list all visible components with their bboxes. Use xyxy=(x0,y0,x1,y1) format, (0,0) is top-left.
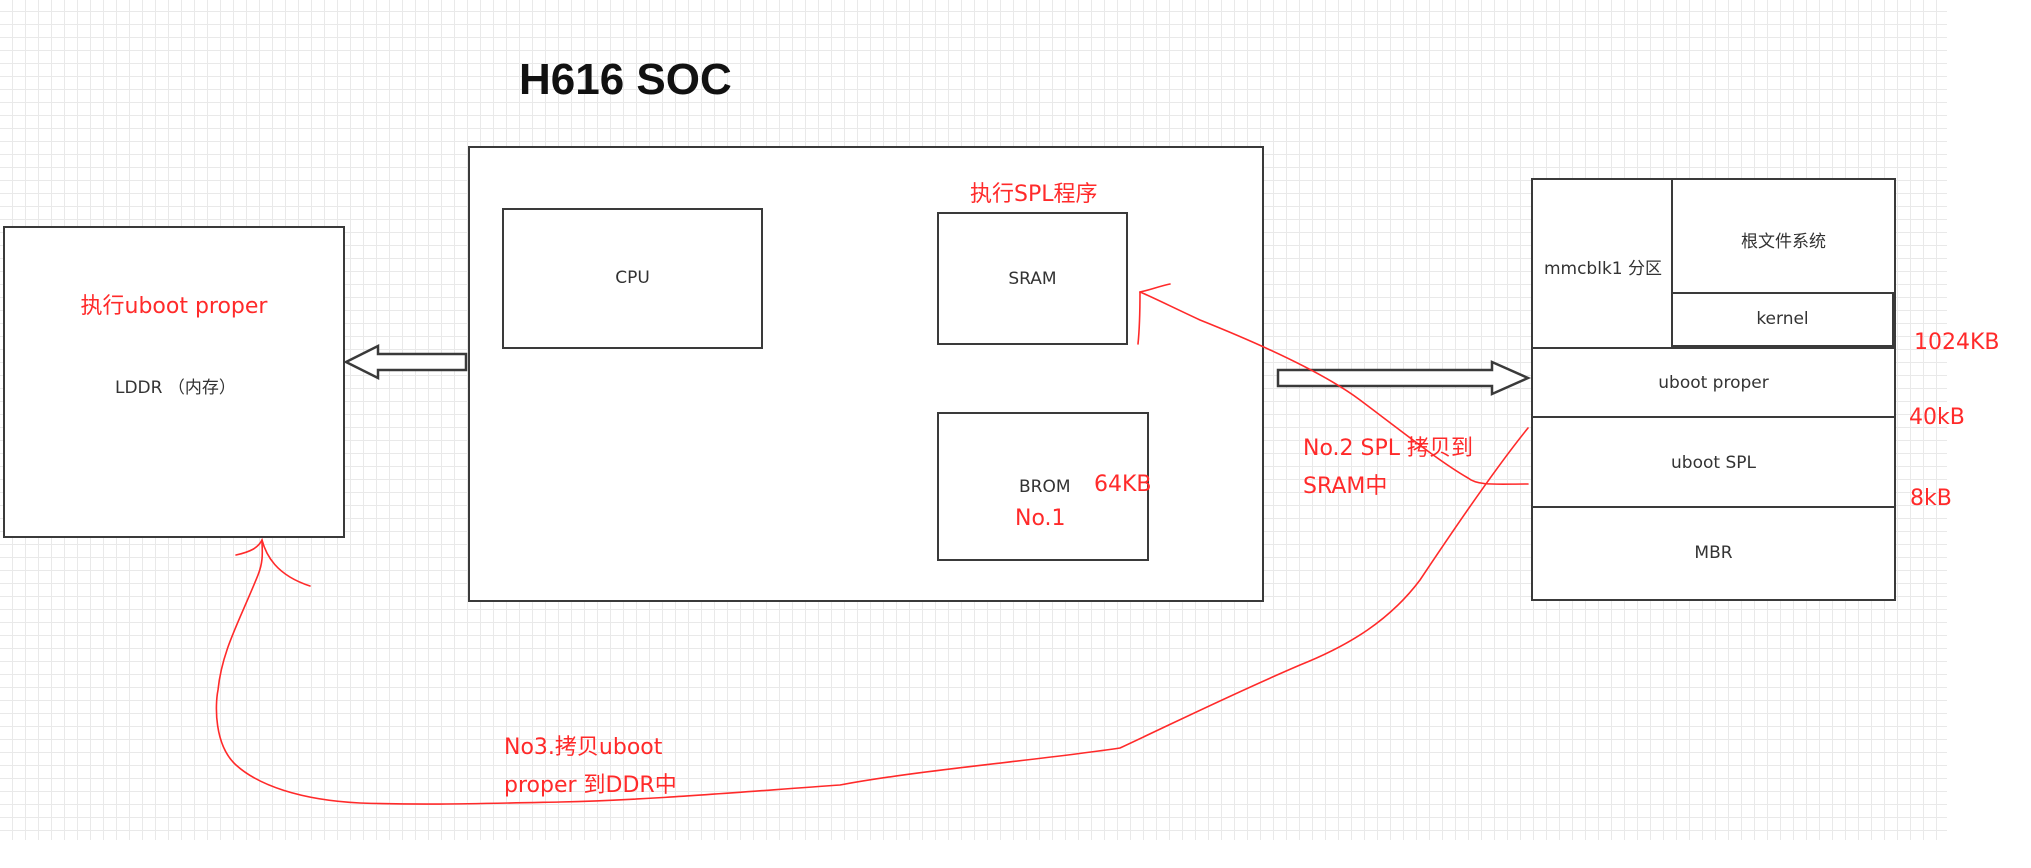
uboot-spl-cell: uboot SPL xyxy=(1531,416,1896,508)
kernel-cell: kernel xyxy=(1671,292,1894,347)
step3-line2: proper 到DDR中 xyxy=(504,773,677,798)
sram-box: SRAM xyxy=(937,212,1128,345)
rootfs-cell: 根文件系统 xyxy=(1671,178,1896,294)
partition-cell: mmcblk1 分区 xyxy=(1531,178,1673,349)
cpu-label: CPU xyxy=(615,268,650,288)
offset-40kb: 40kB xyxy=(1909,405,1965,430)
cpu-box: CPU xyxy=(502,208,763,349)
offset-8kb: 8kB xyxy=(1910,486,1952,511)
diagram-title: H616 SOC xyxy=(519,55,732,104)
step2-line2: SRAM中 xyxy=(1303,474,1388,499)
brom-step-note: No.1 xyxy=(1015,506,1066,531)
step2-line1: No.2 SPL 拷贝到 xyxy=(1303,436,1473,461)
offset-1024kb: 1024KB xyxy=(1914,330,2000,355)
sram-label: SRAM xyxy=(1008,269,1057,289)
brom-label: BROM xyxy=(1019,477,1071,497)
mbr-cell: MBR xyxy=(1531,506,1896,601)
rootfs-label: 根文件系统 xyxy=(1741,232,1826,252)
mbr-label: MBR xyxy=(1694,543,1733,563)
uboot-proper-label: uboot proper xyxy=(1658,373,1769,393)
ddr-memory-box: 执行uboot proper LDDR （内存） xyxy=(3,226,345,538)
sram-execute-note: 执行SPL程序 xyxy=(970,182,1098,207)
partition-label: mmcblk1 分区 xyxy=(1543,259,1663,279)
ddr-execute-note: 执行uboot proper xyxy=(80,294,268,319)
uboot-proper-cell: uboot proper xyxy=(1531,347,1896,418)
step3-line1: No3.拷贝uboot xyxy=(504,735,663,760)
ddr-label: LDDR （内存） xyxy=(115,378,236,398)
brom-size-note: 64KB xyxy=(1094,472,1152,497)
kernel-label: kernel xyxy=(1756,309,1809,329)
uboot-spl-label: uboot SPL xyxy=(1671,453,1756,473)
